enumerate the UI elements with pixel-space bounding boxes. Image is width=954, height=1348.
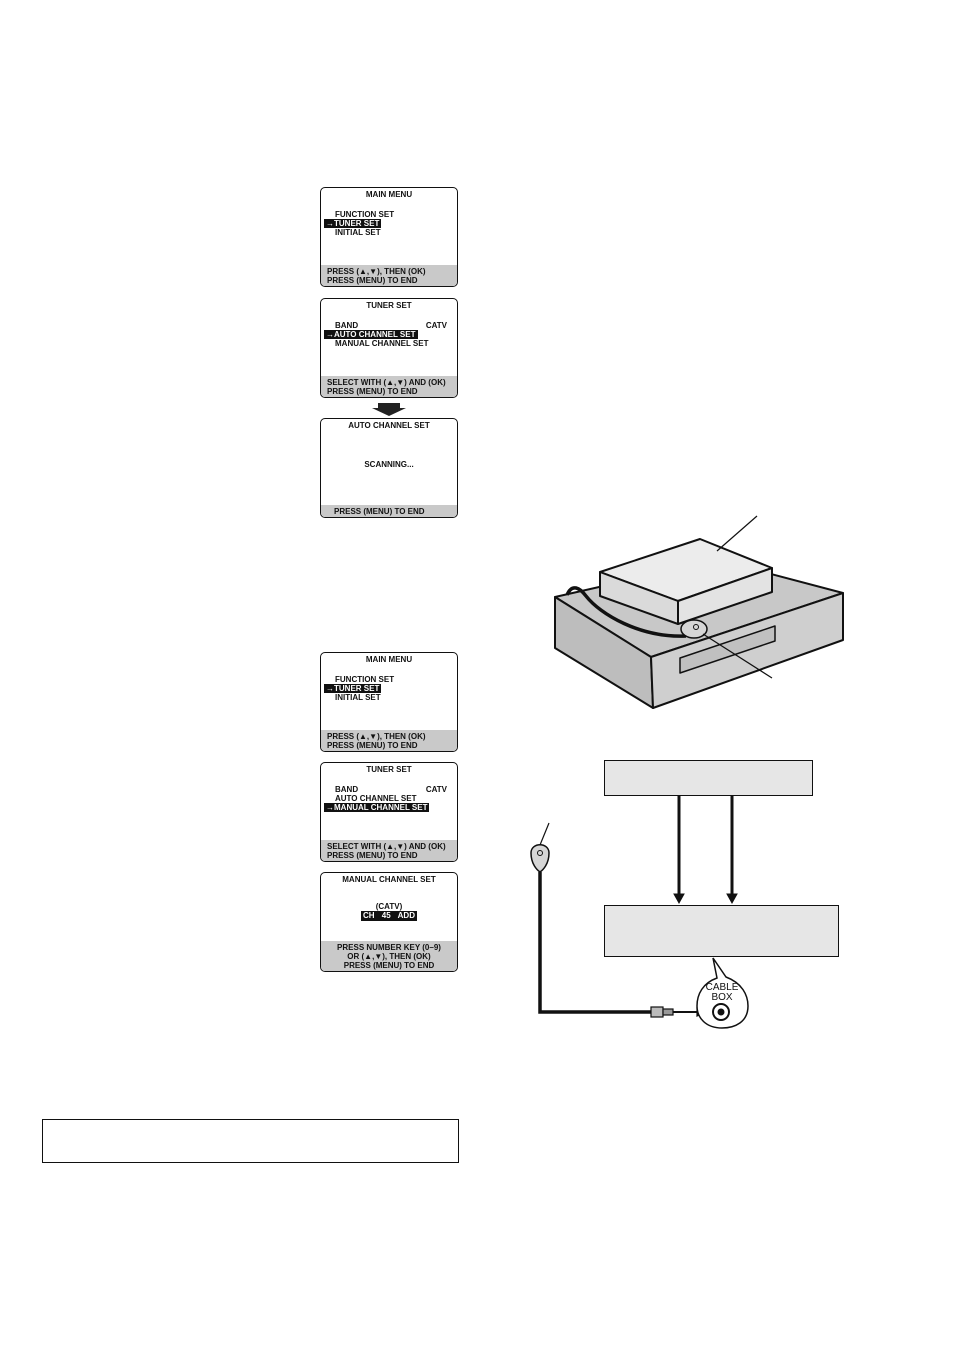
channel-label: CH (363, 911, 375, 920)
main-menu-screen: MAIN MENU FUNCTION SET →TUNER SET INITIA… (320, 187, 458, 287)
screen-footer: SELECT WITH (▲,▼) AND (OK) PRESS (MENU) … (321, 840, 457, 861)
note-box (42, 1119, 459, 1163)
channel-action: ADD (397, 911, 415, 920)
footer-line: PRESS NUMBER KEY (0–9) (337, 943, 441, 952)
screen-title: MANUAL CHANNEL SET (342, 875, 436, 884)
menu-item-function-set: FUNCTION SET (335, 675, 395, 684)
menu-item-tuner-set-selected: →TUNER SET (324, 684, 382, 693)
diagram-box-top (604, 760, 813, 796)
ir-sensor-icon (530, 844, 550, 873)
diagram-box-bottom (604, 905, 839, 957)
footer-line: PRESS (MENU) TO END (327, 741, 418, 750)
band-value: CATV (425, 785, 447, 794)
menu-item-tuner-set-selected: →TUNER SET (324, 219, 382, 228)
leader-line (702, 633, 773, 679)
channel-readout: CH 45 ADD (361, 911, 417, 921)
screen-title: TUNER SET (366, 765, 412, 774)
screen-title: MAIN MENU (365, 190, 413, 199)
cable-box-jack-callout (696, 957, 749, 1029)
screen-footer: PRESS (MENU) TO END (321, 505, 457, 517)
menu-item-initial-set: INITIAL SET (335, 693, 381, 702)
down-arrow-icon (372, 403, 406, 416)
footer-line: PRESS (MENU) TO END (327, 276, 418, 285)
footer-line: PRESS (▲,▼), THEN (OK) (327, 267, 426, 276)
footer-line: PRESS (MENU) TO END (334, 507, 425, 516)
cable-box-label: CABLE BOX (705, 982, 739, 1003)
band-value: CATV (425, 321, 447, 330)
menu-item-auto-channel-set: AUTO CHANNEL SET (335, 794, 417, 803)
footer-line: PRESS (▲,▼), THEN (OK) (327, 732, 426, 741)
footer-line: SELECT WITH (▲,▼) AND (OK) (327, 378, 446, 387)
menu-item-manual-channel-set: MANUAL CHANNEL SET (335, 339, 429, 348)
infrared-cable (565, 586, 687, 638)
scanning-status: SCANNING... (364, 460, 414, 469)
screen-footer: PRESS (▲,▼), THEN (OK) PRESS (MENU) TO E… (321, 730, 457, 751)
manual-channel-set-screen: MANUAL CHANNEL SET (CATV) CH 45 ADD PRES… (320, 872, 458, 972)
menu-item-function-set: FUNCTION SET (335, 210, 395, 219)
menu-item-manual-channel-set-selected: →MANUAL CHANNEL SET (324, 803, 430, 812)
leader-line (716, 515, 758, 552)
channel-number: 45 (381, 911, 391, 920)
footer-line: PRESS (MENU) TO END (327, 387, 418, 396)
menu-item-auto-channel-set-selected: →AUTO CHANNEL SET (324, 330, 418, 339)
screen-footer: SELECT WITH (▲,▼) AND (OK) PRESS (MENU) … (321, 376, 457, 397)
screen-footer: PRESS NUMBER KEY (0–9) OR (▲,▼), THEN (O… (321, 941, 457, 971)
signal-arrows (673, 796, 738, 905)
footer-line: SELECT WITH (▲,▼) AND (OK) (327, 842, 446, 851)
leader-line (539, 822, 550, 846)
band-indicator: (CATV) (375, 902, 403, 911)
tuner-set-screen: TUNER SET BAND CATV →AUTO CHANNEL SET MA… (320, 298, 458, 398)
main-menu-screen-2: MAIN MENU FUNCTION SET →TUNER SET INITIA… (320, 652, 458, 752)
band-label: BAND (335, 321, 359, 330)
screen-footer: PRESS (▲,▼), THEN (OK) PRESS (MENU) TO E… (321, 265, 457, 286)
menu-item-initial-set: INITIAL SET (335, 228, 381, 237)
footer-line: OR (▲,▼), THEN (OK) (347, 952, 431, 961)
footer-line: PRESS (MENU) TO END (327, 851, 418, 860)
footer-line: PRESS (MENU) TO END (343, 961, 435, 970)
screen-title: MAIN MENU (365, 655, 413, 664)
sensor-cable (538, 872, 652, 1014)
cable-box-illustration (599, 538, 773, 625)
auto-channel-set-screen: AUTO CHANNEL SET SCANNING... PRESS (MENU… (320, 418, 458, 518)
screen-title: TUNER SET (366, 301, 412, 310)
band-label: BAND (335, 785, 359, 794)
tuner-set-screen-2: TUNER SET BAND CATV AUTO CHANNEL SET →MA… (320, 762, 458, 862)
screen-title: AUTO CHANNEL SET (348, 421, 430, 430)
